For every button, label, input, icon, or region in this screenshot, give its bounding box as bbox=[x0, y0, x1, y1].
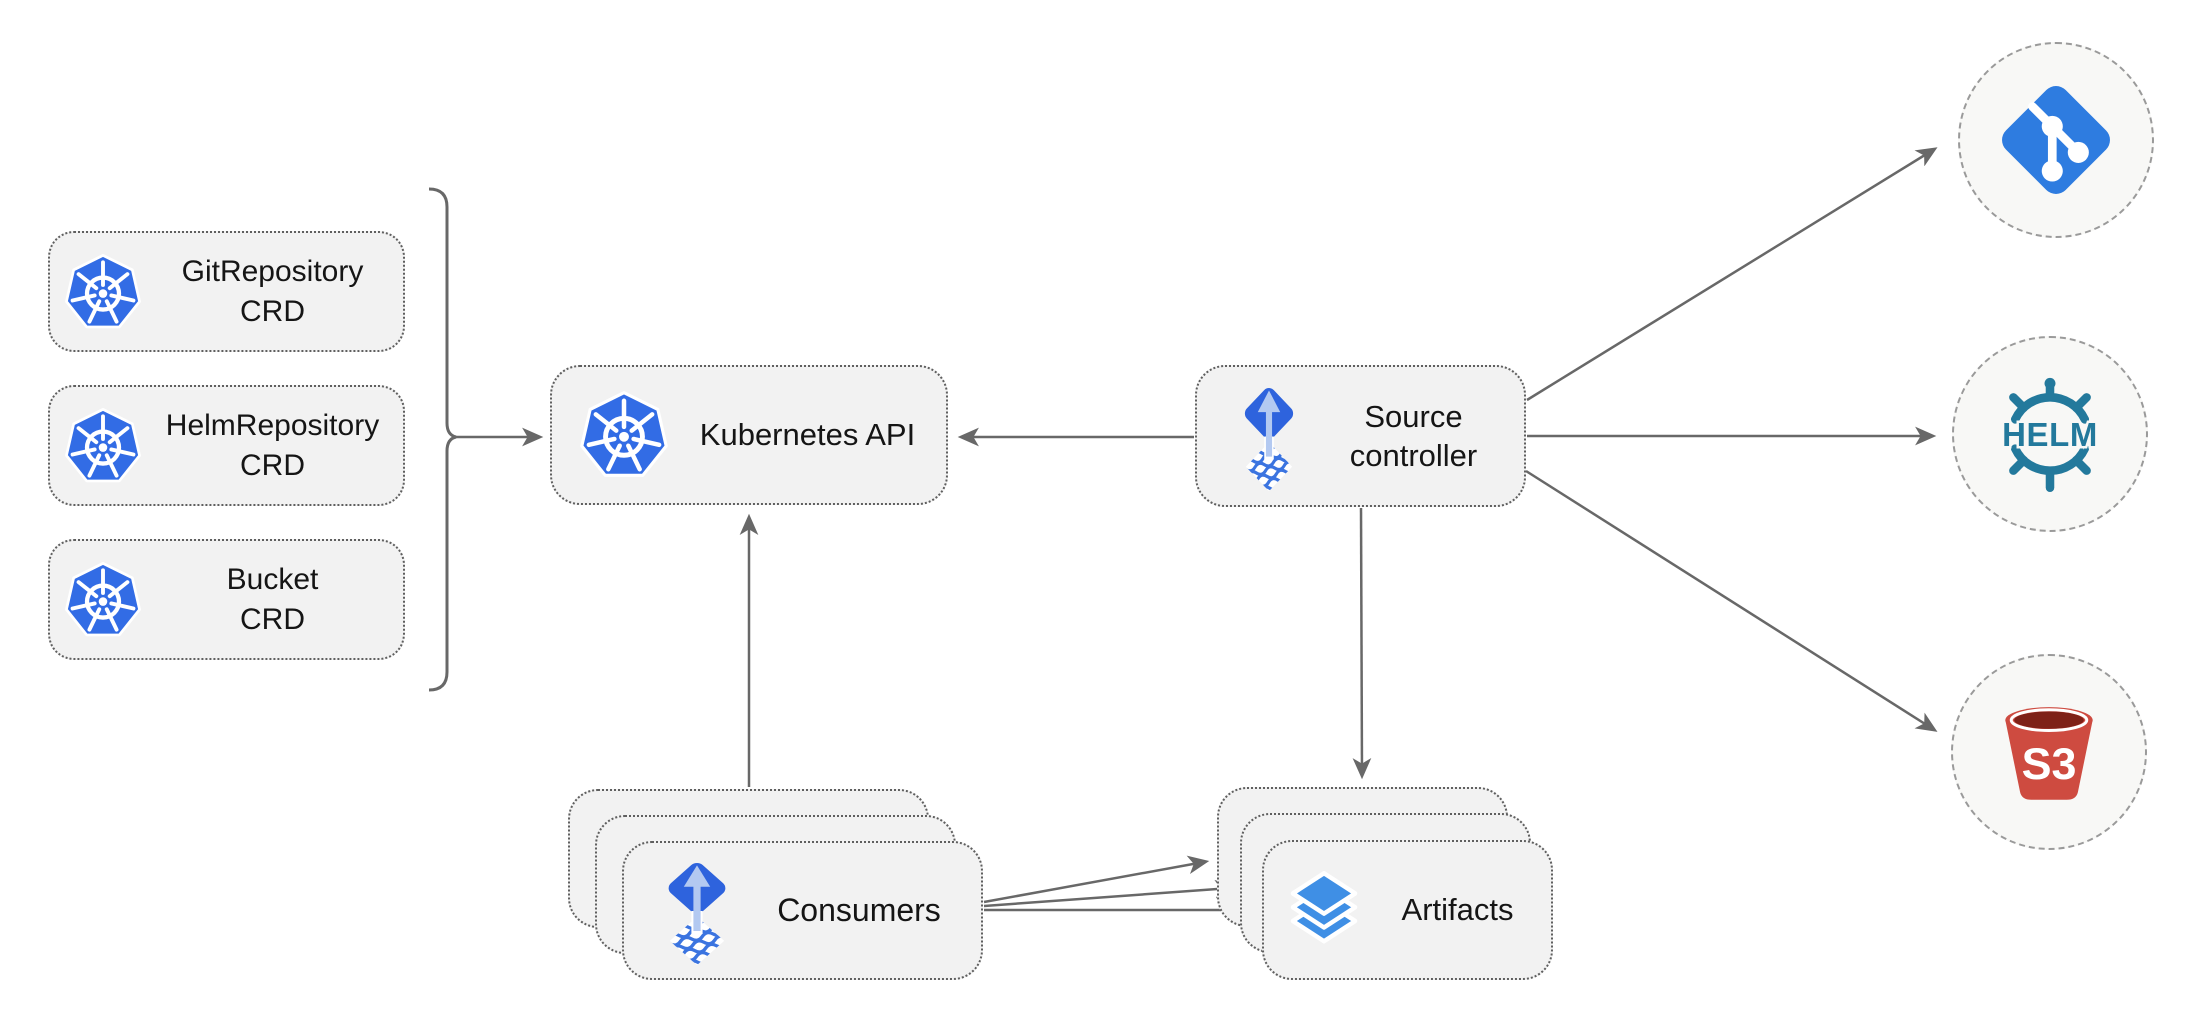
gitrepository-crd-node: GitRepository CRD bbox=[48, 231, 405, 352]
arrow-consumers-to-artifacts-1 bbox=[983, 855, 1210, 904]
helmrepository-crd-label-line1: HelmRepository bbox=[165, 408, 380, 442]
s3-logo-text: S3 bbox=[2022, 738, 2077, 789]
source-controller-label-line2: controller bbox=[1349, 438, 1478, 473]
flux-source-icon bbox=[657, 854, 737, 968]
kubernetes-api-node: Kubernetes API bbox=[550, 365, 948, 505]
kubernetes-icon bbox=[64, 561, 142, 639]
kubernetes-icon bbox=[64, 253, 142, 331]
bucket-crd-label-line1: Bucket bbox=[226, 562, 319, 596]
git-icon bbox=[2002, 86, 2110, 194]
source-controller-label: Source controller bbox=[1303, 397, 1524, 475]
helm-logo-text: HELM bbox=[2002, 416, 2098, 453]
helmrepository-crd-label: HelmRepository CRD bbox=[142, 406, 403, 486]
arrow-source-controller-to-s3 bbox=[1525, 469, 1938, 732]
artifacts-node: Artifacts bbox=[1262, 840, 1553, 980]
gitrepository-crd-label: GitRepository CRD bbox=[142, 252, 403, 332]
helm-source-node: HELM bbox=[1952, 336, 2148, 532]
bucket-crd-label-line2: CRD bbox=[240, 602, 305, 636]
helmrepository-crd-node: HelmRepository CRD bbox=[48, 385, 405, 506]
s3-source-node: S3 bbox=[1951, 654, 2147, 850]
arrow-source-controller-to-git bbox=[1526, 147, 1938, 402]
kubernetes-api-label: Kubernetes API bbox=[699, 417, 916, 452]
crd-group-bracket bbox=[428, 187, 457, 692]
gitrepository-crd-label-line2: CRD bbox=[240, 294, 305, 328]
kubernetes-icon bbox=[579, 390, 669, 480]
arrow-source-controller-to-artifacts bbox=[1352, 507, 1372, 780]
arrow-consumers-to-artifacts-2 bbox=[983, 879, 1237, 908]
helmrepository-crd-label-line2: CRD bbox=[240, 448, 305, 482]
consumers-label: Consumers bbox=[777, 892, 941, 928]
git-source-node bbox=[1958, 42, 2154, 238]
flux-source-icon bbox=[1235, 379, 1303, 494]
s3-bucket-icon: S3 bbox=[2005, 707, 2093, 800]
layers-icon bbox=[1290, 870, 1358, 944]
consumers-node: Consumers bbox=[622, 841, 983, 980]
source-controller-label-line1: Source bbox=[1364, 399, 1463, 434]
gitrepository-crd-label-line1: GitRepository bbox=[181, 254, 364, 288]
bucket-crd-label: Bucket CRD bbox=[142, 560, 403, 640]
artifacts-label: Artifacts bbox=[1401, 892, 1514, 927]
kubernetes-icon bbox=[64, 407, 142, 485]
source-controller-node: Source controller bbox=[1195, 365, 1526, 507]
bucket-crd-node: Bucket CRD bbox=[48, 539, 405, 660]
helm-icon: HELM bbox=[2000, 377, 2100, 492]
